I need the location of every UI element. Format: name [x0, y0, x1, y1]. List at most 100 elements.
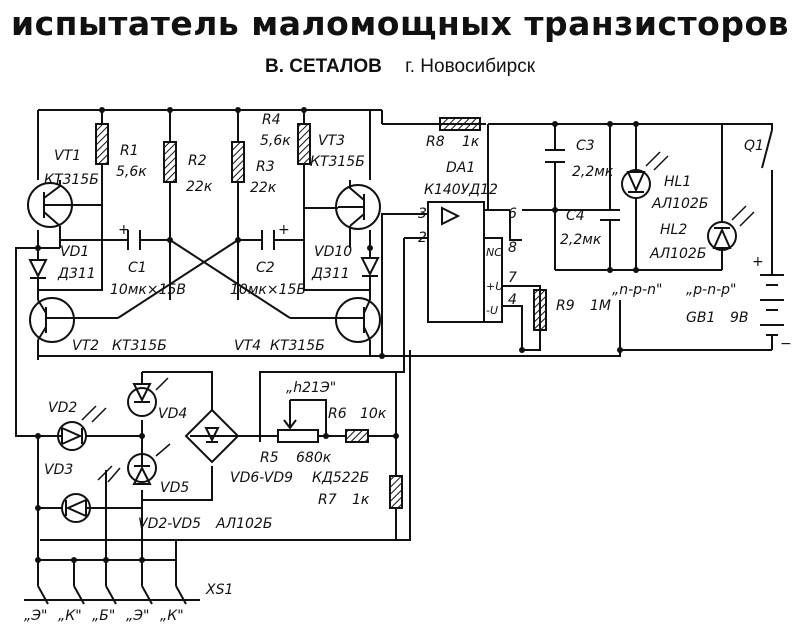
label-hl2: HL2 — [660, 222, 687, 238]
label-r3-val: 22к — [250, 180, 277, 196]
label-vd2-5-type: АЛ102Б — [215, 516, 272, 532]
r8-resistor — [439, 117, 481, 131]
resistors — [95, 117, 547, 509]
label-da1: DA1 — [446, 160, 475, 176]
label-r5-val: 680к — [296, 450, 332, 466]
label-hl2-type: АЛ102Б — [649, 246, 706, 262]
r1-resistor — [95, 123, 109, 165]
label-vd3: VD3 — [44, 462, 73, 478]
vd4-led — [132, 383, 152, 403]
label-vt4: VT4 — [234, 338, 261, 354]
transistors — [27, 180, 381, 343]
vt2-transistor — [29, 297, 76, 343]
da1-opamp — [427, 201, 510, 323]
vd1-diode — [28, 259, 48, 279]
page-title: испытатель маломощных транзисторов — [10, 4, 790, 43]
diodes — [28, 151, 755, 523]
label-r5: R5 — [260, 450, 279, 466]
label-pin6: 6 — [508, 206, 517, 222]
label-c4-val: 2,2мк — [560, 232, 602, 248]
label-r1-val: 5,6к — [116, 164, 147, 180]
label-vd1-type: Д311 — [57, 266, 96, 282]
city: г. Новосибирск — [405, 56, 536, 77]
label-r7: R7 — [318, 492, 337, 508]
hl2-led — [712, 227, 732, 249]
r3-resistor — [231, 141, 245, 183]
label-r2: R2 — [188, 153, 207, 169]
label-r8: R8 — [426, 134, 445, 150]
label-r1: R1 — [120, 143, 139, 159]
label-r2-val: 22к — [186, 179, 213, 195]
label-vd4: VD4 — [158, 406, 187, 422]
label-vd5: VD5 — [160, 480, 189, 496]
label-r3: R3 — [256, 159, 275, 175]
r6-resistor — [345, 429, 369, 443]
vd3-led — [65, 498, 87, 518]
c2-capacitor — [261, 230, 275, 250]
label-c4: C4 — [566, 208, 585, 224]
label-c2-plus: + — [278, 222, 290, 238]
socket-pin-5: „К" — [160, 608, 184, 624]
socket-pin-4: „Э" — [126, 608, 149, 624]
r9-resistor — [533, 289, 547, 331]
c3-capacitor — [545, 149, 565, 163]
label-npn: „n-p-n" — [612, 282, 662, 298]
vt1-transistor — [27, 180, 73, 228]
label-minus-u: -U — [486, 304, 498, 317]
label-r6: R6 — [328, 406, 347, 422]
label-pin2: 2 — [418, 230, 427, 246]
label-vt2: VT2 — [72, 338, 99, 354]
label-pnp: „p-n-p" — [686, 282, 736, 298]
vd6-vd9-bridge — [184, 408, 240, 464]
label-vt4-type: КТ315Б — [270, 338, 325, 354]
capacitors — [127, 149, 620, 250]
q1-switch — [761, 129, 773, 176]
label-r9: R9 — [556, 298, 575, 314]
r7-resistor — [389, 475, 403, 509]
vd2-led — [61, 426, 83, 446]
wires — [15, 109, 773, 586]
label-vd10-type: Д311 — [311, 266, 350, 282]
label-vt3: VT3 — [318, 133, 345, 149]
label-r4: R4 — [262, 112, 281, 128]
label-c3: C3 — [576, 138, 595, 154]
label-pin7: 7 — [508, 270, 517, 286]
label-vt1-type: КТ315Б — [44, 172, 99, 188]
label-vd6-9: VD6-VD9 — [230, 470, 293, 486]
r2-resistor — [163, 141, 177, 183]
label-r4-val: 5,6к — [260, 133, 291, 149]
xs1-socket — [24, 585, 200, 605]
label-r8-val: 1к — [462, 134, 480, 150]
label-vd6-9-type: КД522Б — [312, 470, 369, 486]
label-c1-plus: + — [118, 222, 130, 238]
socket-pin-3: „Б" — [92, 608, 115, 624]
c4-capacitor — [600, 209, 620, 221]
label-c3-val: 2,2мк — [572, 164, 614, 180]
label-da1-type: К140УД12 — [424, 182, 498, 198]
byline: В. СЕТАЛОВ г. Новосибирск — [0, 56, 800, 78]
vd5-led — [132, 465, 152, 485]
label-c2-val: 10мк×15В — [230, 282, 306, 298]
vt4-transistor — [335, 297, 381, 343]
label-vd2: VD2 — [48, 400, 77, 416]
label-gb-plus: + — [752, 254, 764, 270]
label-pin4: 4 — [508, 292, 517, 308]
label-hl1-type: АЛ102Б — [651, 196, 708, 212]
label-plus-u: +U — [486, 280, 503, 293]
label-vd10: VD10 — [314, 244, 352, 260]
gb1-battery — [760, 274, 784, 336]
junctions — [35, 107, 639, 563]
socket-pin-1: „Э" — [24, 608, 47, 624]
author: В. СЕТАЛОВ — [264, 56, 382, 77]
label-hl1: HL1 — [664, 174, 691, 190]
label-gb1-val: 9В — [730, 310, 749, 326]
label-r6-val: 10к — [360, 406, 387, 422]
label-r7-val: 1к — [352, 492, 370, 508]
label-c1-val: 10мк×15В — [110, 282, 186, 298]
label-vt2-type: КТ315Б — [112, 338, 167, 354]
c1-capacitor — [127, 230, 141, 250]
label-xs1: XS1 — [205, 582, 233, 598]
label-nc: NC — [486, 246, 502, 259]
label-vd1: VD1 — [60, 244, 89, 260]
